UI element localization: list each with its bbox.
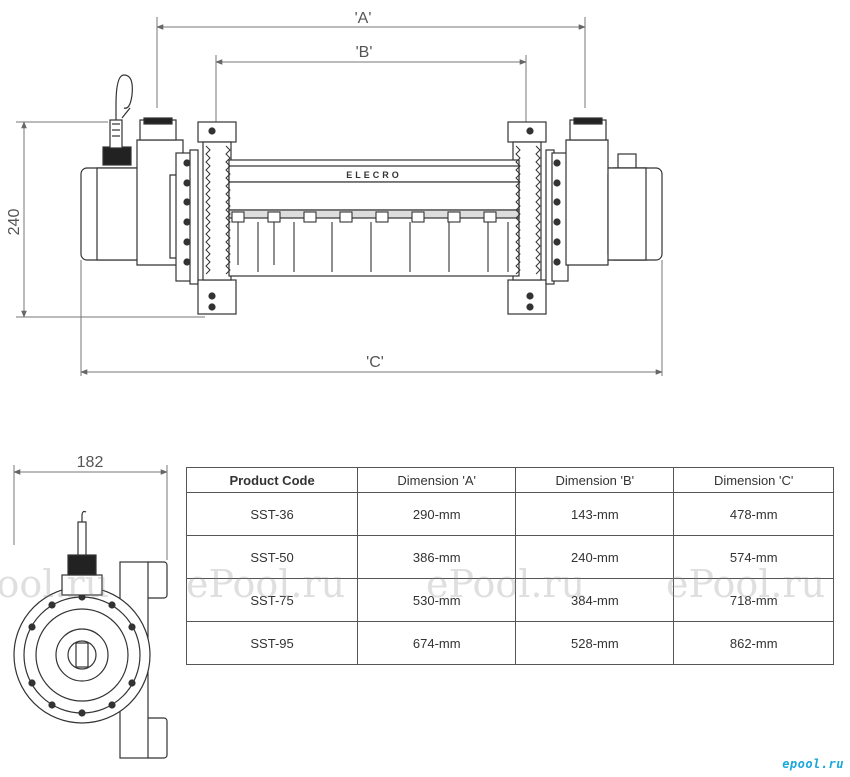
heater-side-view [13, 510, 168, 759]
cell-dimension-b: 143-mm [515, 492, 675, 536]
dimensions-table: Product Code Dimension 'A' Dimension 'B'… [185, 467, 834, 665]
cell-dimension-c: 478-mm [673, 492, 834, 536]
dimension-a [156, 17, 586, 108]
cell-dimension-a: 530-mm [357, 578, 517, 622]
dimension-b-label: 'B' [356, 44, 373, 61]
dimension-c [80, 260, 663, 376]
cell-product-code: SST-50 [185, 535, 359, 579]
table-row: SST-75 530-mm 384-mm 718-mm [185, 578, 834, 622]
header-dimension-b: Dimension 'B' [515, 467, 675, 493]
cell-dimension-b: 240-mm [515, 535, 675, 579]
cell-product-code: SST-36 [185, 492, 359, 536]
dimension-a-label: 'A' [355, 10, 372, 27]
dimension-height [16, 121, 205, 318]
cell-dimension-a: 290-mm [357, 492, 517, 536]
cell-dimension-a: 674-mm [357, 621, 517, 665]
header-dimension-a: Dimension 'A' [357, 467, 517, 493]
table-row: SST-50 386-mm 240-mm 574-mm [185, 535, 834, 579]
cell-dimension-b: 528-mm [515, 621, 675, 665]
dimension-b [215, 55, 527, 122]
bracket-teeth [205, 145, 541, 275]
heater-top-view [80, 74, 663, 315]
site-logo: epool.ru [782, 757, 844, 771]
cell-dimension-c: 574-mm [673, 535, 834, 579]
cell-dimension-b: 384-mm [515, 578, 675, 622]
cell-product-code: SST-75 [185, 578, 359, 622]
cell-product-code: SST-95 [185, 621, 359, 665]
product-brand: ELECRO [346, 170, 402, 180]
cell-dimension-a: 386-mm [357, 535, 517, 579]
header-product-code: Product Code [185, 467, 359, 493]
dimension-height-label: 240 [6, 209, 23, 236]
header-dimension-c: Dimension 'C' [673, 467, 834, 493]
dimension-c-label: 'C' [366, 354, 384, 371]
table-header-row: Product Code Dimension 'A' Dimension 'B'… [185, 467, 834, 493]
table-row: SST-95 674-mm 528-mm 862-mm [185, 621, 834, 665]
table-row: SST-36 290-mm 143-mm 478-mm [185, 492, 834, 536]
cell-dimension-c: 862-mm [673, 621, 834, 665]
dimension-width [13, 465, 168, 560]
cell-dimension-c: 718-mm [673, 578, 834, 622]
element-clamps [231, 211, 509, 272]
dimension-width-label: 182 [77, 454, 104, 471]
